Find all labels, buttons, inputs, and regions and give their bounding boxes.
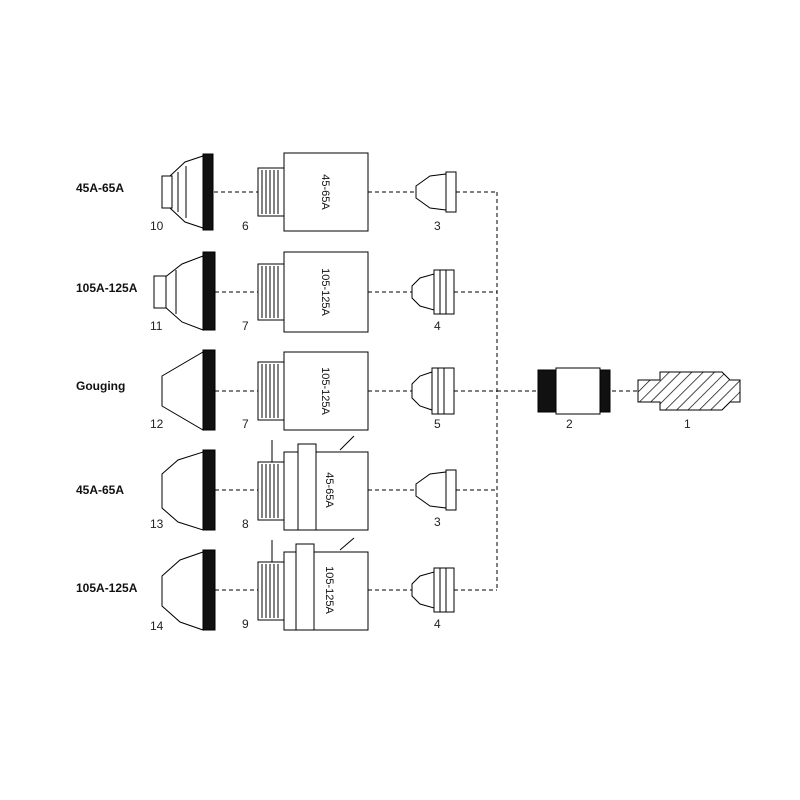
retainer-number: 7 <box>242 319 249 333</box>
shield-14 <box>161 549 216 631</box>
row-4: 45A-65A 13 45-65A 8 3 <box>76 435 497 531</box>
retainer-rating: 105-125A <box>319 268 331 316</box>
mode-label: Gouging <box>76 379 125 393</box>
retainer-number: 9 <box>242 617 249 631</box>
shield-13 <box>161 449 216 531</box>
retainer-number: 7 <box>242 417 249 431</box>
nozzle-number: 4 <box>434 319 441 333</box>
shield-12 <box>161 349 216 431</box>
nozzle-5 <box>411 367 455 415</box>
retainer-rating: 45-65A <box>319 174 331 210</box>
retainer-rating: 105-125A <box>323 566 335 614</box>
swirl-ring <box>537 367 611 415</box>
row-5: 105A-125A 14 105-125A 9 4 <box>76 537 497 633</box>
nozzle-number: 4 <box>434 617 441 631</box>
mode-label: 45A-65A <box>76 181 124 195</box>
nozzle-number: 3 <box>434 219 441 233</box>
shield-10 <box>161 153 214 231</box>
shield-number: 11 <box>150 319 163 333</box>
retainer-number: 8 <box>242 517 249 531</box>
shield-number: 10 <box>150 219 164 233</box>
nozzle-3 <box>415 469 457 511</box>
row-2: 105A-125A 11 105-125A 7 4 <box>76 251 497 333</box>
mode-label: 105A-125A <box>76 281 138 295</box>
row-1: 45A-65A 10 45-65A 6 3 <box>76 152 497 233</box>
nozzle-number: 3 <box>434 515 441 529</box>
electrode-number: 1 <box>684 417 691 431</box>
swirl-ring-number: 2 <box>566 417 573 431</box>
nozzle-number: 5 <box>434 417 441 431</box>
mode-label: 45A-65A <box>76 483 124 497</box>
shield-number: 12 <box>150 417 164 431</box>
retainer-8 <box>257 435 369 531</box>
shield-number: 14 <box>150 619 164 633</box>
retainer-7 <box>257 351 369 431</box>
shield-number: 13 <box>150 517 164 531</box>
shield-11 <box>153 251 216 331</box>
retainer-9 <box>257 537 369 631</box>
row-3: Gouging 12 105-125A 7 5 <box>76 349 497 431</box>
nozzle-4 <box>411 269 455 315</box>
retainer-rating: 45-65A <box>323 472 335 508</box>
retainer-rating: 105-125A <box>319 367 331 415</box>
retainer-number: 6 <box>242 219 249 233</box>
electrode <box>637 371 741 411</box>
mode-label: 105A-125A <box>76 581 138 595</box>
retainer-7 <box>257 251 369 333</box>
nozzle-3 <box>415 171 457 213</box>
nozzle-4 <box>411 567 455 613</box>
retainer-6 <box>257 152 369 232</box>
